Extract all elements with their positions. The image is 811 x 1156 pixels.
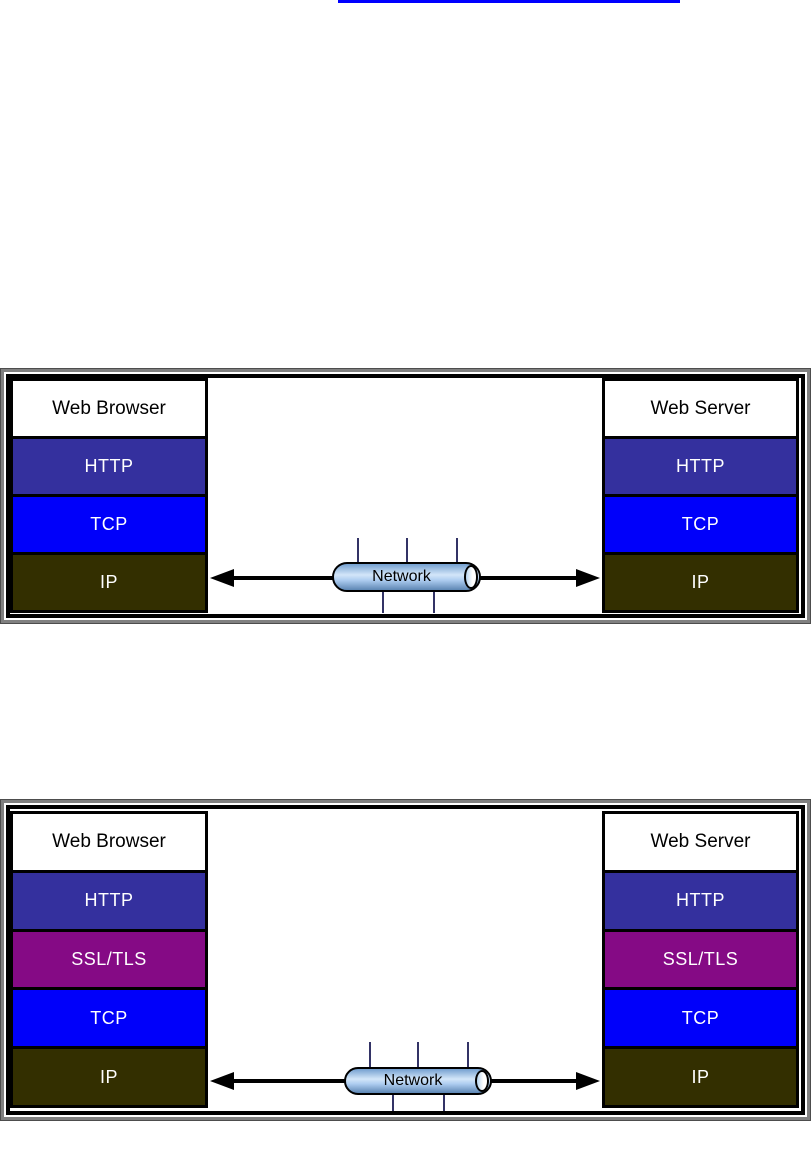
protocol-layer-tcp: TCP (605, 497, 796, 555)
cylinder-end-cap (464, 565, 478, 589)
network-branch-line (456, 538, 458, 562)
stack-title-web-server: Web Server (605, 814, 796, 873)
arrowhead-right-icon (576, 569, 600, 587)
diagram-https-canvas: Web Browser HTTP SSL/TLS TCP IP Web Serv… (6, 805, 805, 1115)
protocol-layer-tcp: TCP (13, 990, 205, 1050)
protocol-layer-ip: IP (13, 555, 205, 610)
server-protocol-stack: Web Server HTTP TCP IP (602, 378, 799, 613)
protocol-layer-tcp: TCP (13, 497, 205, 555)
browser-protocol-stack: Web Browser HTTP TCP IP (10, 378, 208, 613)
network-branch-line (467, 1042, 469, 1067)
stack-title-web-browser: Web Browser (13, 381, 205, 439)
protocol-layer-http: HTTP (605, 439, 796, 497)
diagram-https-frame: Web Browser HTTP SSL/TLS TCP IP Web Serv… (0, 799, 811, 1121)
frame-gap: Web Browser HTTP TCP IP Web Server HTTP … (4, 372, 807, 620)
protocol-layer-ip: IP (13, 1049, 205, 1105)
network-cylinder: Network (332, 562, 481, 592)
network-label: Network (383, 1072, 443, 1089)
network-branch-line (443, 1095, 445, 1111)
network-branch-line (382, 592, 384, 613)
protocol-layer-http: HTTP (13, 872, 205, 932)
protocol-layer-http: HTTP (605, 872, 796, 932)
network-label: Network (372, 568, 431, 585)
server-protocol-stack: Web Server HTTP SSL/TLS TCP IP (602, 811, 799, 1108)
protocol-layer-ip: IP (605, 555, 796, 610)
stack-title-web-browser: Web Browser (13, 814, 205, 873)
protocol-layer-ssl-tls: SSL/TLS (605, 931, 796, 991)
protocol-layer-ip: IP (605, 1049, 796, 1105)
stack-title-web-server: Web Server (605, 381, 796, 439)
diagram-http-frame: Web Browser HTTP TCP IP Web Server HTTP … (0, 368, 811, 624)
browser-protocol-stack: Web Browser HTTP SSL/TLS TCP IP (10, 811, 208, 1108)
diagram-http-canvas: Web Browser HTTP TCP IP Web Server HTTP … (6, 374, 805, 618)
protocol-layer-tcp: TCP (605, 990, 796, 1050)
arrowhead-left-icon (210, 569, 234, 587)
network-branch-line (406, 538, 408, 562)
arrowhead-left-icon (210, 1072, 234, 1090)
cylinder-end-cap (475, 1070, 489, 1092)
network-cylinder: Network (344, 1067, 492, 1095)
arrowhead-right-icon (576, 1072, 600, 1090)
protocol-layer-http: HTTP (13, 439, 205, 497)
network-branch-line (357, 538, 359, 562)
protocol-layer-ssl-tls: SSL/TLS (13, 931, 205, 991)
network-branch-line (369, 1042, 371, 1067)
network-branch-line (433, 592, 435, 613)
frame-gap: Web Browser HTTP SSL/TLS TCP IP Web Serv… (4, 803, 807, 1117)
network-branch-line (417, 1042, 419, 1067)
network-branch-line (392, 1095, 394, 1111)
truncated-hyperlink[interactable] (338, 0, 680, 3)
